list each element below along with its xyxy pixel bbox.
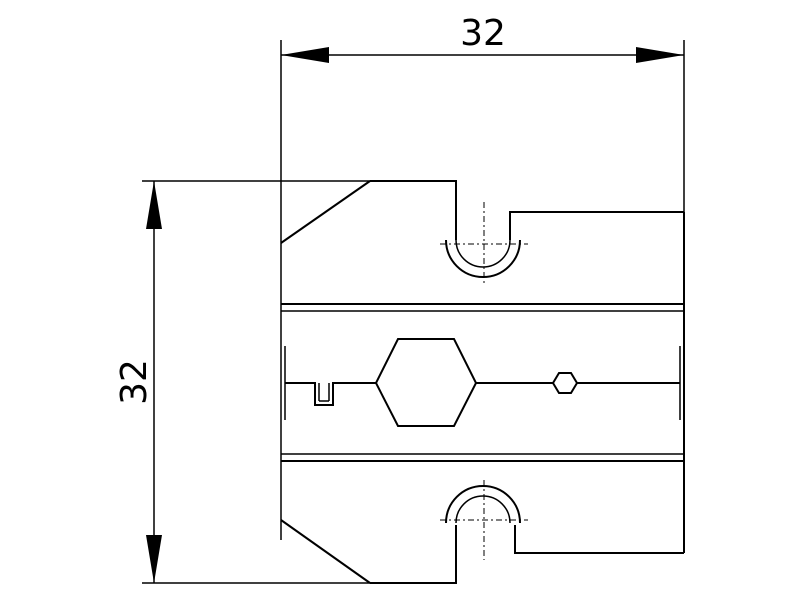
small-hexagon	[551, 372, 579, 394]
top-left-chamfer	[280, 180, 371, 244]
part-outline	[280, 180, 685, 584]
width-arrow-left	[281, 47, 329, 63]
upper-hole-outer-arc	[445, 239, 521, 278]
width-dimension-label: 32	[460, 13, 506, 54]
lower-hole-inner-arc	[455, 495, 511, 524]
width-arrow-right	[636, 47, 684, 63]
upper-hole-inner-arc	[455, 239, 511, 268]
lower-hole	[440, 480, 528, 560]
height-dimension-label: 32	[114, 359, 155, 405]
crimp-profile	[285, 338, 680, 427]
bottom-left-chamfer	[280, 519, 371, 584]
upper-hole	[440, 202, 528, 284]
bottom-edge	[370, 525, 457, 584]
left-parting-line-notch	[285, 382, 376, 406]
top-edge	[370, 180, 457, 240]
height-arrow-bottom	[146, 535, 162, 583]
large-hexagon	[374, 338, 478, 427]
width-dimension: 32	[280, 13, 685, 540]
height-arrow-top	[146, 181, 162, 229]
lower-slot-right-edge	[514, 525, 684, 554]
middle-band	[281, 303, 684, 462]
upper-slot-right-edge	[509, 211, 684, 240]
lower-hole-outer-arc	[445, 485, 521, 524]
